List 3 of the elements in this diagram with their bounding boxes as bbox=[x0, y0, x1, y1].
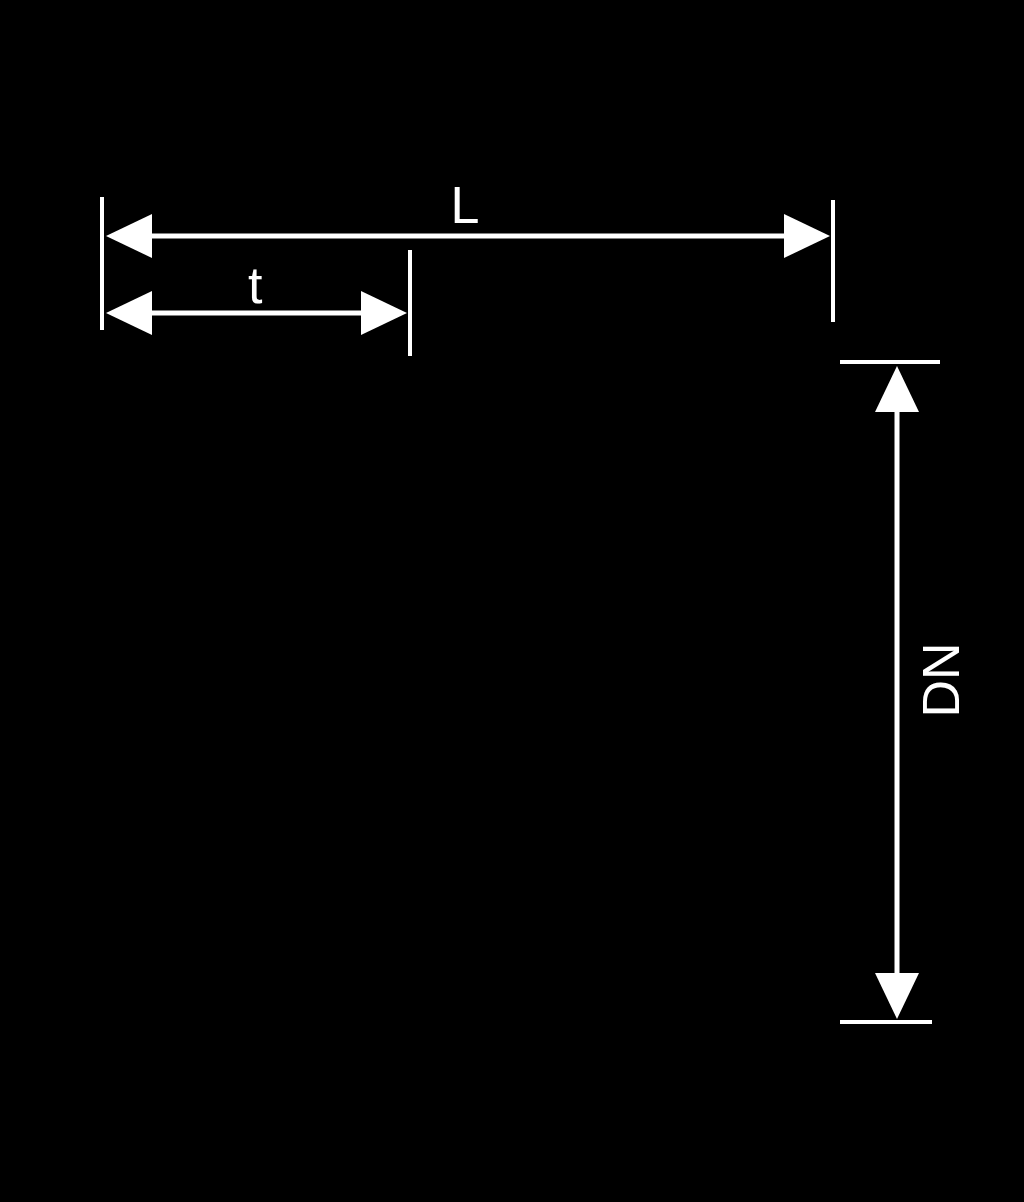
dimension-label: DN bbox=[914, 642, 967, 718]
dimension-label: t bbox=[248, 259, 263, 311]
dimension-label: L bbox=[450, 179, 480, 231]
